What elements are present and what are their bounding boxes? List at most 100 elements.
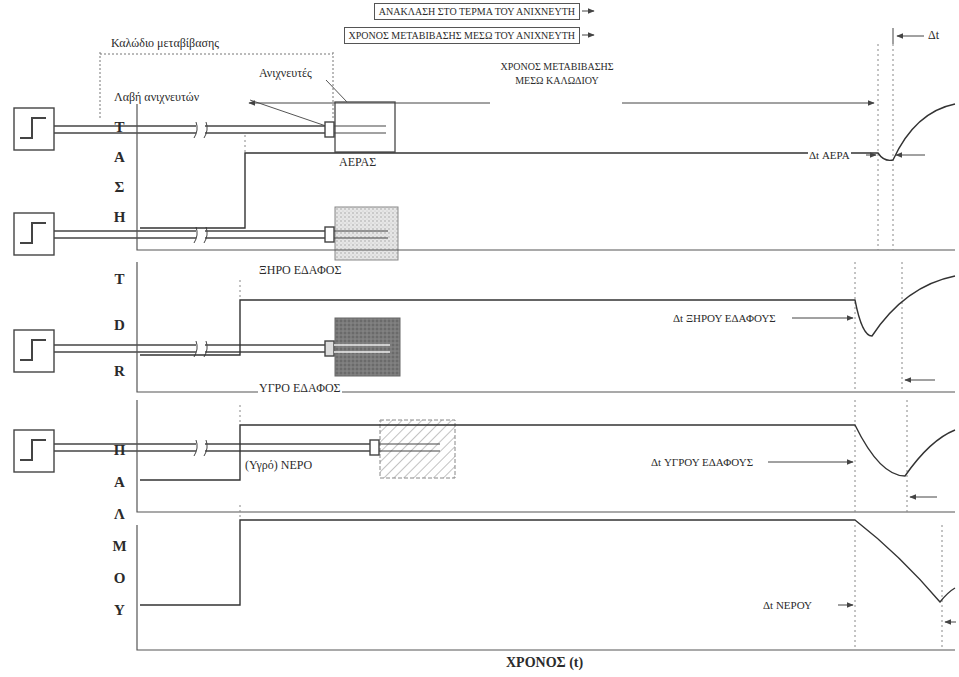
tdr-setup-water	[379, 450, 440, 451]
cable-span-bracket	[100, 52, 101, 120]
tdr-setup-wet-soil	[14, 330, 54, 372]
tdr-setup-dry-soil	[54, 237, 327, 238]
cable-span-bracket	[100, 52, 333, 120]
tdr-setup-air	[325, 122, 334, 137]
interval-arrow	[866, 155, 876, 156]
part-label: Λαβή ανιχνευτών	[113, 90, 200, 104]
interval-arrow	[792, 318, 853, 319]
tdr-setup-dry-soil	[334, 237, 388, 238]
tdr-setup-wet-soil	[334, 344, 390, 345]
callout-box: ΧΡΟΝΟΣ ΜΕΤΑΒΙΒΑΣΗΣ ΜΕΣΩ ΤΟΥ ΑΝΙΧΝΕΥΤΗ	[344, 27, 580, 44]
tdr-setup-wet-soil	[54, 351, 327, 352]
interval-label: Δt ΑΕΡΑ	[808, 148, 851, 162]
plot-axis	[137, 95, 955, 650]
callout-box: ΑΝΑΚΛΑΣΗ ΣΤΟ ΤΕΡΜΑ ΤΟΥ ΑΝΙΧΝΕΥΤΗ	[374, 3, 580, 20]
interval-arrow	[838, 605, 853, 606]
callout-arrow	[582, 11, 594, 12]
tdr-setup-dry-soil	[14, 207, 398, 260]
tdr-setup-wet-soil	[14, 318, 400, 376]
tdr-setup-water	[14, 430, 54, 472]
interval-arrow	[249, 103, 956, 622]
reference-line	[907, 400, 908, 512]
interval-arrow	[896, 155, 925, 156]
reference-line	[240, 280, 241, 300]
tdr-setup-water	[380, 420, 455, 478]
tdr-setup-air	[334, 125, 386, 126]
callout-text: ΧΡΟΝΟΣ ΜΕΤΑΒΙΒΑΣΗΣ ΜΕΣΩ ΤΟΥ ΑΝΙΧΝΕΥΤΗ	[349, 29, 575, 42]
tdr-waveform	[140, 104, 955, 228]
interval-arrow	[249, 103, 490, 104]
reference-line	[240, 505, 241, 520]
callout-arrow	[582, 11, 924, 44]
tdr-setup-water	[370, 440, 379, 455]
tdr-setup-air	[54, 125, 327, 126]
axis-label: ΧΡΟΝΟΣ (t)	[505, 656, 584, 670]
tdr-setup-air	[194, 122, 207, 138]
interval-arrow	[622, 103, 874, 104]
tdr-setup-air	[14, 102, 395, 152]
tdr-setup-dry-soil	[20, 223, 46, 243]
medium-label: ΑΕΡΑΣ	[338, 155, 377, 169]
reference-line	[855, 400, 856, 512]
tdr-setup-air	[335, 102, 395, 152]
part-label: Ανιχνευτές	[258, 66, 313, 80]
interval-label: ΧΡΟΝΟΣ ΜΕΤΑΒΙΒΑΣΗΣ ΜΕΣΩ ΚΑΛΩΔΙΟΥ	[496, 60, 618, 88]
callout-arrow	[897, 36, 924, 37]
tdr-setup-water	[54, 443, 372, 444]
tdr-waveform	[140, 520, 955, 605]
part-label: Καλώδιο μεταβίβασης	[110, 36, 220, 50]
tdr-setup-dry-soil	[325, 227, 334, 242]
interval-label: Δt ΥΓΡΟΥ ΕΔΑΦΟΥΣ	[650, 455, 754, 469]
tdr-setup-water	[54, 450, 372, 451]
tdr-setup-dry-soil	[334, 230, 388, 231]
interval-label: Δt ΞΗΡΟΥ ΕΔΑΦΟΥΣ	[672, 311, 777, 325]
tdr-setup-dry-soil	[194, 227, 207, 243]
tdr-setup-air	[54, 132, 327, 133]
callout-arrow	[893, 28, 894, 44]
callout-arrow	[582, 35, 594, 36]
tdr-setup-water	[379, 443, 440, 444]
tdr-waveform	[140, 104, 955, 605]
medium-label: ΞΗΡΟ ΕΔΑΦΟΣ	[258, 263, 342, 277]
tdr-setup-water	[14, 420, 455, 478]
tdr-setup-wet-soil	[20, 340, 46, 360]
reference-line	[245, 135, 246, 153]
reference-line	[240, 405, 241, 425]
cable-span-bracket	[100, 54, 333, 55]
interval-arrow	[768, 462, 853, 463]
interval-arrow	[945, 622, 956, 623]
callout-text: ΑΝΑΚΛΑΣΗ ΣΤΟ ΤΕΡΜΑ ΤΟΥ ΑΝΙΧΝΕΥΤΗ	[379, 5, 575, 18]
reference-line	[893, 44, 894, 250]
plot-axis	[137, 400, 955, 512]
tdr-setup-dry-soil	[14, 213, 54, 255]
tdr-setup-dry-soil	[335, 207, 398, 260]
axis-label: ΤΑΣΗ	[111, 112, 128, 232]
reference-line	[902, 262, 903, 392]
interval-label: Δt	[927, 28, 940, 42]
tdr-setup-air	[20, 118, 46, 138]
tdr-setup-wet-soil	[54, 344, 327, 345]
reference-line	[878, 44, 879, 250]
tdr-waveform	[140, 425, 955, 480]
tdr-setup-wet-soil	[335, 318, 400, 376]
plot-axis	[137, 262, 955, 392]
tdr-setup-air	[14, 108, 54, 150]
reference-line	[855, 525, 856, 650]
tdr-setup-water	[194, 440, 207, 456]
leader-line	[250, 100, 326, 126]
plot-axis	[137, 525, 955, 650]
tdr-setup-water	[20, 440, 46, 460]
axis-label: TDR	[111, 256, 128, 394]
reference-line	[240, 44, 942, 650]
interval-label: Δt ΝΕΡΟΥ	[762, 598, 813, 612]
tdr-setup-air	[334, 132, 386, 133]
plot-axis	[137, 95, 955, 250]
cable-span-bracket	[333, 52, 334, 118]
medium-label: ΥΓΡΟ ΕΔΑΦΟΣ	[258, 381, 342, 395]
axis-label: ΠΑΛΜΟΥ	[111, 434, 128, 626]
tdr-setup-dry-soil	[54, 230, 327, 231]
tdr-setup-wet-soil	[334, 351, 390, 352]
reference-line	[942, 525, 943, 650]
interval-arrow	[905, 380, 935, 381]
